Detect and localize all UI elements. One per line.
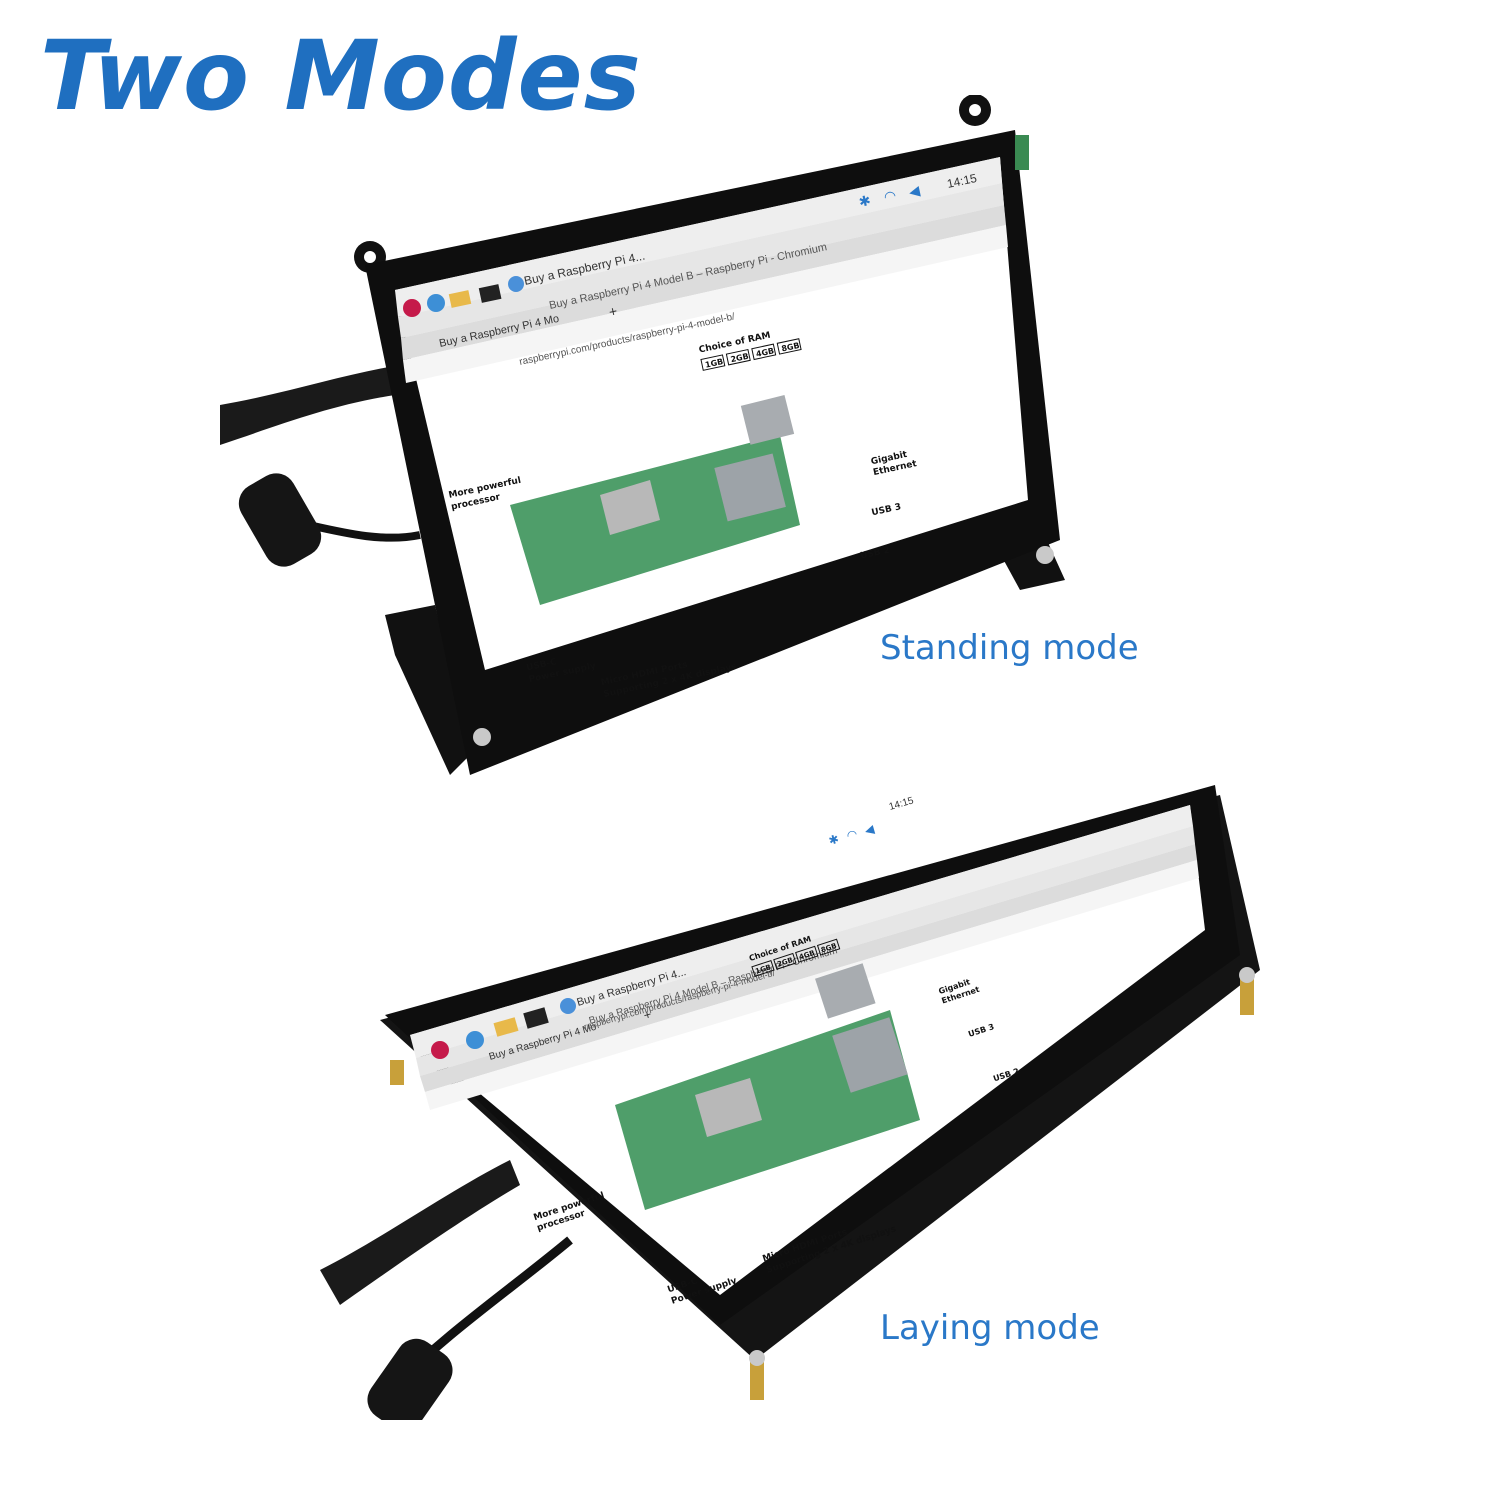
laying-mode-label: Laying mode <box>880 1308 1100 1348</box>
chromium-icon <box>508 276 524 292</box>
raspberry-icon <box>403 299 421 317</box>
svg-text:8GB: 8GB <box>781 341 801 354</box>
bluetooth-icon: ✱ <box>827 832 841 848</box>
stand-foot-left <box>385 605 470 775</box>
svg-text:1GB: 1GB <box>704 357 724 370</box>
folder-icon <box>448 290 472 308</box>
ram-options: 1GB 2GB 4GB 8GB <box>700 338 802 371</box>
address-bar <box>403 225 1008 383</box>
pi-usb-ports <box>832 1017 908 1093</box>
headline: Two Modes <box>40 20 642 132</box>
clock: 14:15 <box>888 795 916 813</box>
pi-ethernet <box>815 963 876 1019</box>
terminal-icon <box>523 1007 549 1029</box>
ribbon-cable <box>320 1160 520 1305</box>
ferrite-core <box>238 473 322 567</box>
screw <box>1036 546 1054 564</box>
volume-icon: ◀ <box>907 182 921 200</box>
tab-strip <box>401 205 1006 360</box>
standing-mode-label: Standing mode <box>880 628 1139 668</box>
screw <box>1239 967 1255 983</box>
screw <box>749 1350 765 1366</box>
pi-ethernet <box>740 395 795 445</box>
tab-strip <box>420 844 1197 1092</box>
screw <box>473 728 491 746</box>
protective-film-tab <box>1015 135 1029 170</box>
pi-chip <box>695 1078 762 1137</box>
new-tab-button[interactable]: + <box>642 1006 653 1023</box>
globe-icon <box>427 294 445 312</box>
new-tab-button[interactable]: + <box>607 303 618 320</box>
svg-text:4GB: 4GB <box>755 346 775 359</box>
laying-device-photo: Buy a Raspberry Pi 4... ✱ ◠ ◀ 14:15 Buy … <box>320 785 1260 1420</box>
address-bar <box>425 860 1199 1110</box>
browser-title-bar <box>398 183 1004 338</box>
chromium-icon <box>560 998 576 1014</box>
standoff <box>390 1060 404 1085</box>
wifi-icon: ◠ <box>882 187 897 205</box>
standoff <box>750 1360 764 1400</box>
clock: 14:15 <box>946 171 979 191</box>
wifi-icon: ◠ <box>845 827 859 843</box>
ribbon-cable <box>220 365 400 445</box>
pi-chip <box>600 480 660 535</box>
folder-icon <box>493 1017 519 1037</box>
pi-usb-ports <box>714 453 786 522</box>
raspberry-icon <box>431 1041 449 1059</box>
bluetooth-icon: ✱ <box>857 192 872 210</box>
browser-title-bar <box>416 826 1195 1076</box>
terminal-icon <box>478 284 502 303</box>
volume-icon: ◀ <box>863 822 876 838</box>
taskbar <box>395 157 1002 317</box>
ram-options: 1GB 2GB 4GB 8GB <box>751 938 841 977</box>
globe-icon <box>466 1031 484 1049</box>
ferrite-core <box>367 1338 453 1420</box>
svg-text:2GB: 2GB <box>730 352 750 365</box>
taskbar <box>410 805 1193 1058</box>
standing-device-photo: Buy a Raspberry Pi 4... ✱ ◠ ◀ 14:15 Buy … <box>220 95 1065 775</box>
standoff <box>1240 975 1254 1015</box>
